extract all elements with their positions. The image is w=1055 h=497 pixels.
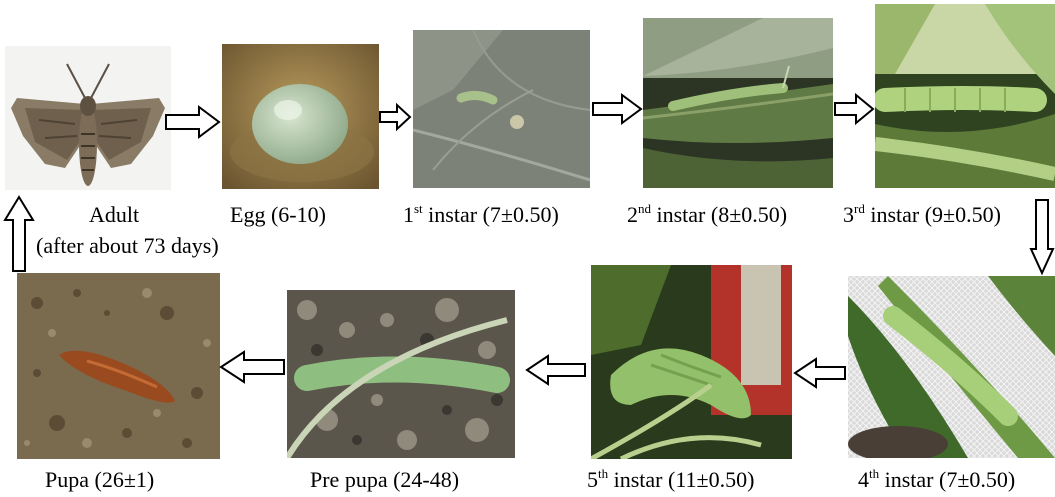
pupa-name: Pupa xyxy=(45,467,89,492)
arrow-egg-to-first-instar xyxy=(379,104,411,130)
first-instar-ordinal: 1 xyxy=(403,202,414,227)
first-instar-suffix: st xyxy=(414,201,423,216)
third-instar-suffix: rd xyxy=(854,201,865,216)
fifth-instar-photo xyxy=(591,265,792,459)
egg-label: Egg (6-10) xyxy=(230,203,326,227)
arrow-second-to-third-instar xyxy=(834,94,874,124)
fourth-instar-ordinal: 4 xyxy=(858,467,869,492)
second-instar-duration: (8±0.50) xyxy=(711,202,787,227)
fourth-instar-duration: (7±0.50) xyxy=(939,467,1015,492)
arrow-fifth-instar-to-pre-pupa xyxy=(526,355,586,385)
third-instar-name: instar xyxy=(870,202,919,227)
second-instar-suffix: nd xyxy=(638,201,651,216)
second-instar-photo xyxy=(643,18,833,188)
pre-pupa-label: Pre pupa (24-48) xyxy=(310,468,459,492)
second-instar-label: 2nd instar (8±0.50) xyxy=(627,203,787,227)
adult-moth-photo xyxy=(5,46,171,190)
third-instar-label: 3rd instar (9±0.50) xyxy=(843,203,1001,227)
pupa-label: Pupa (26±1) xyxy=(45,468,154,492)
third-instar-ordinal: 3 xyxy=(843,202,854,227)
arrow-adult-to-egg xyxy=(165,106,220,138)
arrow-pupa-to-adult xyxy=(4,196,34,272)
pre-pupa-name: Pre pupa xyxy=(310,467,388,492)
pupa-photo xyxy=(17,273,220,459)
first-instar-label: 1st instar (7±0.50) xyxy=(403,203,559,227)
adult-label: Adult xyxy=(89,203,139,227)
pre-pupa-duration: (24-48) xyxy=(393,467,459,492)
first-instar-duration: (7±0.50) xyxy=(483,202,559,227)
first-instar-name: instar xyxy=(428,202,477,227)
second-instar-ordinal: 2 xyxy=(627,202,638,227)
fourth-instar-suffix: th xyxy=(869,466,879,481)
adult-note-label: (after about 73 days) xyxy=(36,234,219,258)
arrow-first-to-second-instar xyxy=(592,94,642,124)
arrow-pre-pupa-to-pupa xyxy=(220,351,285,383)
first-instar-photo xyxy=(413,30,590,188)
second-instar-name: instar xyxy=(657,202,706,227)
third-instar-duration: (9±0.50) xyxy=(925,202,1001,227)
arrow-third-to-fourth-instar xyxy=(1030,199,1054,274)
egg-duration: (6-10) xyxy=(271,202,326,227)
arrow-fourth-to-fifth-instar xyxy=(794,358,846,388)
egg-photo xyxy=(222,44,379,189)
pupa-duration: (26±1) xyxy=(95,467,155,492)
fourth-instar-photo xyxy=(848,276,1055,458)
egg-name: Egg xyxy=(230,202,265,227)
fifth-instar-suffix: th xyxy=(598,466,608,481)
fourth-instar-name: instar xyxy=(885,467,934,492)
fifth-instar-name: instar xyxy=(614,467,663,492)
fifth-instar-ordinal: 5 xyxy=(587,467,598,492)
fourth-instar-label: 4th instar (7±0.50) xyxy=(858,468,1015,492)
pre-pupa-photo xyxy=(287,290,515,458)
third-instar-photo xyxy=(875,4,1055,188)
fifth-instar-duration: (11±0.50) xyxy=(668,467,754,492)
fifth-instar-label: 5th instar (11±0.50) xyxy=(587,468,754,492)
